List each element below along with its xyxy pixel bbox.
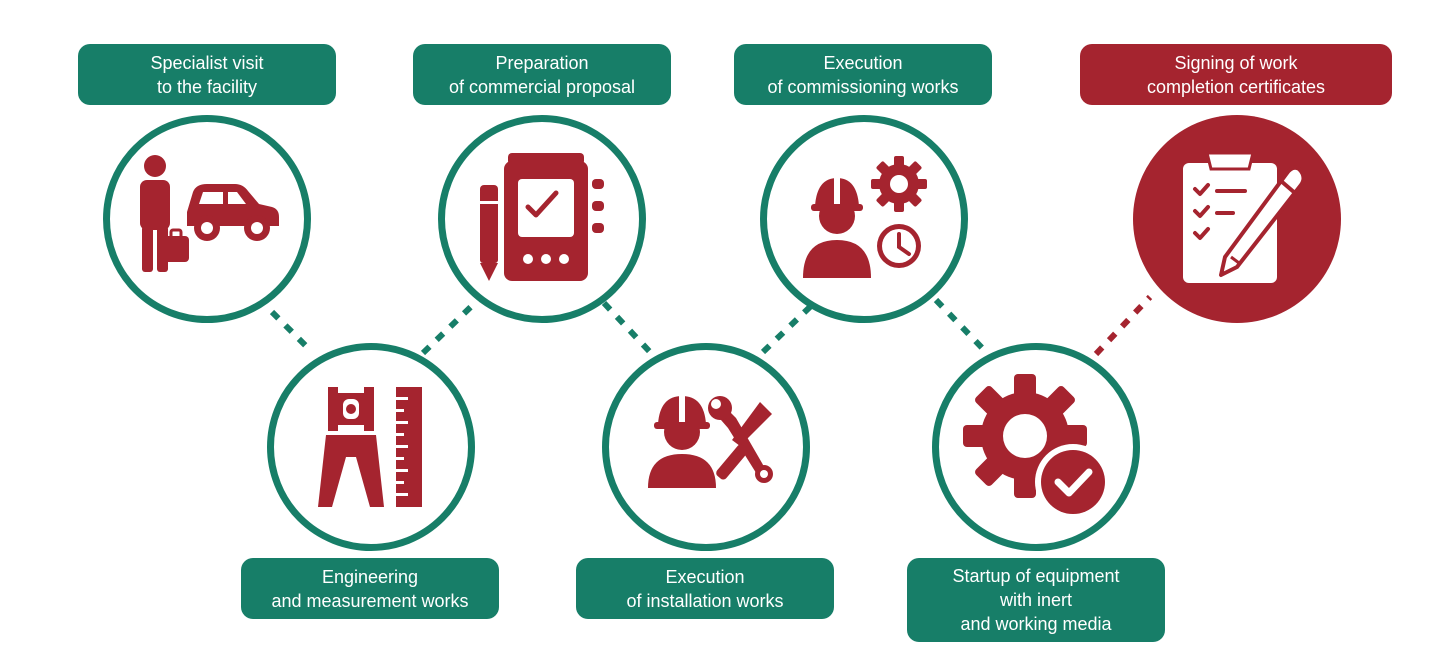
step-1-label: Specialist visit to the facility [78,44,336,105]
specialist-car-icon [140,155,279,272]
connector-5-6 [933,297,989,355]
step-1-label-line-2: to the facility [156,76,258,97]
step-6-label-line-3: and working media [960,614,1112,634]
step-5-label-line-2: of commissioning works [767,76,959,97]
connector-1-2 [269,309,315,355]
step-7-label-line-1: Signing of work [1174,52,1298,73]
step-2-circle [267,343,475,551]
worker-tools-icon [648,392,773,488]
step-4-label-line-2: of installation works [626,590,784,611]
step-5-label: Execution of commissioning works [734,44,992,105]
connector-6-7 [1093,294,1153,357]
step-7-label-line-2: completion certificates [1146,76,1326,97]
step-1-circle [103,115,311,323]
step-2-label-line-1: Engineering [321,566,419,587]
step-6-label-line-1: Startup of equipment [952,566,1120,586]
proposal-document-icon [480,153,604,281]
step-7-circle [1133,115,1341,323]
step-4-circle [602,343,810,551]
step-4-label-line-1: Execution [665,566,745,587]
step-1-label-line-1: Specialist visit [150,52,264,73]
step-6-label-line-2: with inert [999,590,1073,610]
step-7-label: Signing of work completion certificates [1080,44,1392,105]
connector-4-5 [760,301,816,355]
step-6-label: Startup of equipment with inert and work… [907,558,1165,642]
step-3-circle [438,115,646,323]
step-3-label: Preparation of commercial proposal [413,44,671,105]
step-5-label-line-1: Execution [823,52,903,73]
step-2-label-line-2: and measurement works [271,590,469,611]
gear-check-icon [963,374,1111,520]
step-3-label-line-2: of commercial proposal [448,76,636,97]
step-3-label-line-1: Preparation [495,52,589,73]
engineer-gear-clock-icon [803,156,927,278]
connector-3-4 [601,300,653,355]
connector-2-3 [420,297,481,356]
measurement-tools-icon [318,387,422,507]
step-6-circle [932,343,1140,551]
step-5-circle [760,115,968,323]
step-4-label: Execution of installation works [576,558,834,619]
step-2-label: Engineering and measurement works [241,558,499,619]
clipboard-pen-icon [1183,151,1306,283]
